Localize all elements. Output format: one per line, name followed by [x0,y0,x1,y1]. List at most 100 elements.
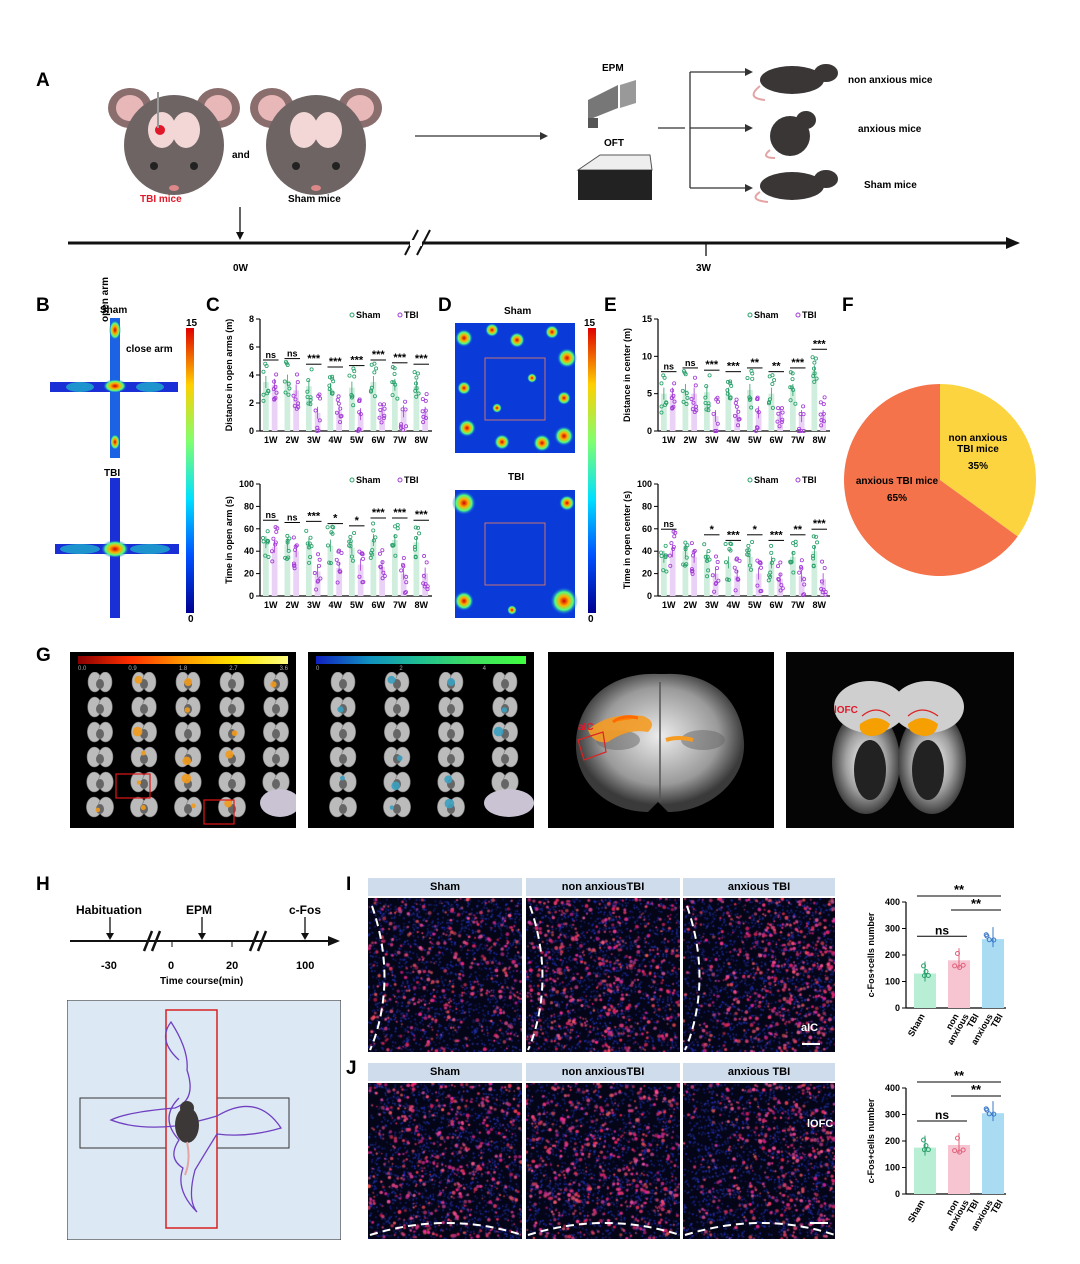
data-point [390,393,395,398]
data-point [801,404,806,409]
data-point [723,542,728,547]
data-point [733,588,738,593]
data-point [282,379,287,384]
y-axis-label: Distance in center (m) [622,328,632,422]
data-point [754,429,759,434]
bar [284,380,291,431]
data-point [702,542,707,547]
bar [349,387,355,431]
data-point [425,584,430,589]
data-point [261,392,266,397]
data-point [737,558,742,563]
legend-sham-label: Sham [356,475,381,485]
brain-slice-core [393,704,401,714]
x-tick-label: 6W [372,435,386,445]
data-point [736,423,741,428]
data-point [952,963,958,969]
data-point [734,397,739,402]
data-point [780,586,785,591]
data-point [273,384,278,389]
bar [661,556,667,596]
data-point [791,541,796,546]
sig-label: ns [935,1108,949,1122]
data-point [351,403,356,408]
data-point [779,406,784,411]
data-point [325,525,330,530]
activation-blob [225,750,234,759]
time-course-label: Time course(min) [160,976,244,987]
data-point [771,557,776,562]
y-tick-label: 0 [249,591,254,601]
activation-blob [444,775,453,784]
x-tick-label: 7W [393,600,407,610]
brain-slice-core [393,804,401,814]
data-point [291,535,296,540]
brain-slice-core [339,679,347,689]
data-point [814,534,819,539]
j-micrograph-sham [368,1083,522,1239]
data-point [672,399,677,404]
data-point [377,415,382,420]
g-aic-label: aIC [578,722,594,733]
data-point [705,574,710,579]
event-habituation: Habituation [76,903,142,917]
b-scale-min: 0 [188,614,194,625]
legend-tbi-marker [397,477,403,483]
data-point [689,567,694,572]
brain-slice-core [393,729,401,739]
data-point [261,536,266,541]
y-tick-label: 100 [637,479,652,489]
data-point [420,409,425,414]
data-point [819,423,824,428]
data-point [750,539,755,544]
data-point [725,577,730,582]
legend-tbi-label: TBI [802,310,817,320]
sig-label: *** [813,518,827,530]
x-tick-label: 5W [748,435,762,445]
outcome-non-anxious: non anxious mice [848,75,933,86]
data-point [335,397,340,402]
data-point [402,590,407,595]
bar [413,542,420,596]
x-tick-label: 1W [264,600,278,610]
data-point [287,386,292,391]
sig-label: ** [954,882,965,897]
bar [349,547,355,596]
data-point [378,402,383,407]
bar [768,393,775,431]
x-tick-label: 7W [791,600,805,610]
data-point [769,543,774,548]
bar [768,562,775,596]
data-point [694,408,699,413]
data-point [923,1143,929,1149]
y-tick-label: 0 [895,1189,900,1199]
and-label: and [232,150,250,161]
data-point [986,1111,992,1117]
data-point [356,427,361,432]
bar [669,551,676,596]
x-tick-label: 3W [307,435,321,445]
sig-label: *** [307,353,321,365]
legend-sham-label: Sham [356,310,381,320]
x-tick-label: TBI [989,1198,1005,1216]
highlight-box [115,773,151,799]
sig-label: ns [935,923,949,937]
data-point [380,576,385,581]
data-point [960,962,966,968]
brain-slice-core [339,804,347,814]
data-point [421,581,426,586]
bar [725,393,732,431]
data-point [770,373,775,378]
data-point [273,540,278,545]
g-scale1-t2: 1.8 [178,666,188,672]
data-point [780,410,785,415]
bar [982,1113,1004,1194]
data-point [767,573,772,578]
data-point [755,425,760,430]
bar [704,392,710,431]
y-tick-label: 400 [885,1083,900,1093]
data-point [334,557,339,562]
timeline-h [70,917,340,952]
brain-slice-core [96,754,104,764]
pie-label-non-anxious-line2: TBI mice [957,444,999,455]
